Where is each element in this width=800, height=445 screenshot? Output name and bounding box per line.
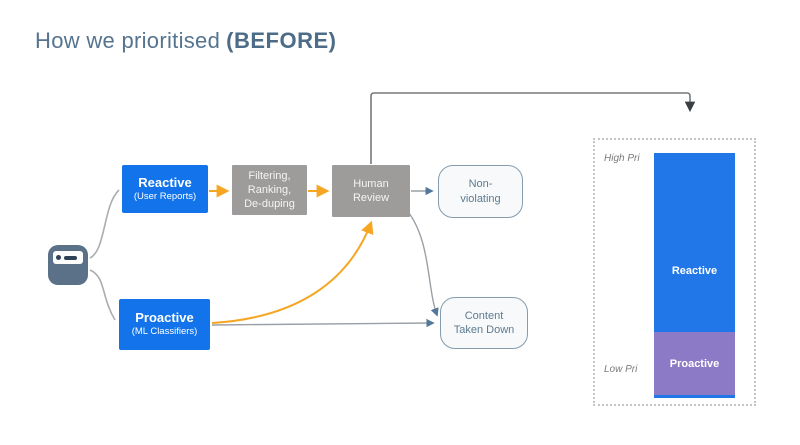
connector-proactive-to-human-review (211, 220, 374, 324)
reactive-title: Reactive (138, 174, 192, 190)
connector-human-review-to-priority-panel (370, 92, 696, 164)
human-review-label: Human Review (352, 177, 390, 204)
connector-source-to-proactive (89, 269, 116, 321)
priority-panel: High Pri Low Pri Reactive Proactive (593, 138, 756, 406)
report-card-icon (48, 245, 88, 285)
priority-segment-reactive-label: Reactive (671, 265, 718, 277)
reactive-subtitle: (User Reports) (133, 190, 197, 202)
icon-dash (64, 255, 77, 260)
proactive-subtitle: (ML Classifiers) (131, 326, 198, 338)
priority-segment-proactive: Proactive (654, 332, 735, 395)
low-pri-label: Low Pri (604, 364, 638, 375)
node-content-taken-down: Content Taken Down (440, 297, 528, 349)
node-filtering-ranking-deduping: Filtering, Ranking, De-duping (232, 165, 307, 215)
node-human-review: Human Review (332, 165, 410, 217)
content-taken-down-label: Content Taken Down (453, 309, 515, 336)
page-title: How we prioritised(BEFORE) (35, 28, 336, 54)
priority-stacked-bar: Reactive Proactive (654, 153, 735, 398)
connector-source-to-reactive (89, 189, 120, 259)
icon-dot (56, 255, 61, 260)
connector-proactive-to-content-taken-down (211, 318, 435, 328)
connector-human-review-to-content-taken-down (408, 212, 439, 317)
high-pri-label: High Pri (604, 153, 640, 164)
node-proactive: Proactive (ML Classifiers) (119, 299, 210, 350)
node-non-violating: Non- violating (438, 165, 523, 218)
proactive-title: Proactive (135, 310, 194, 326)
page-title-text: How we prioritised (35, 28, 221, 53)
page-title-emphasis: (BEFORE) (226, 28, 337, 53)
non-violating-label: Non- violating (460, 178, 501, 205)
node-reactive: Reactive (User Reports) (122, 165, 208, 213)
priority-segment-proactive-label: Proactive (669, 357, 720, 370)
filtering-label: Filtering, Ranking, De-duping (244, 169, 295, 211)
